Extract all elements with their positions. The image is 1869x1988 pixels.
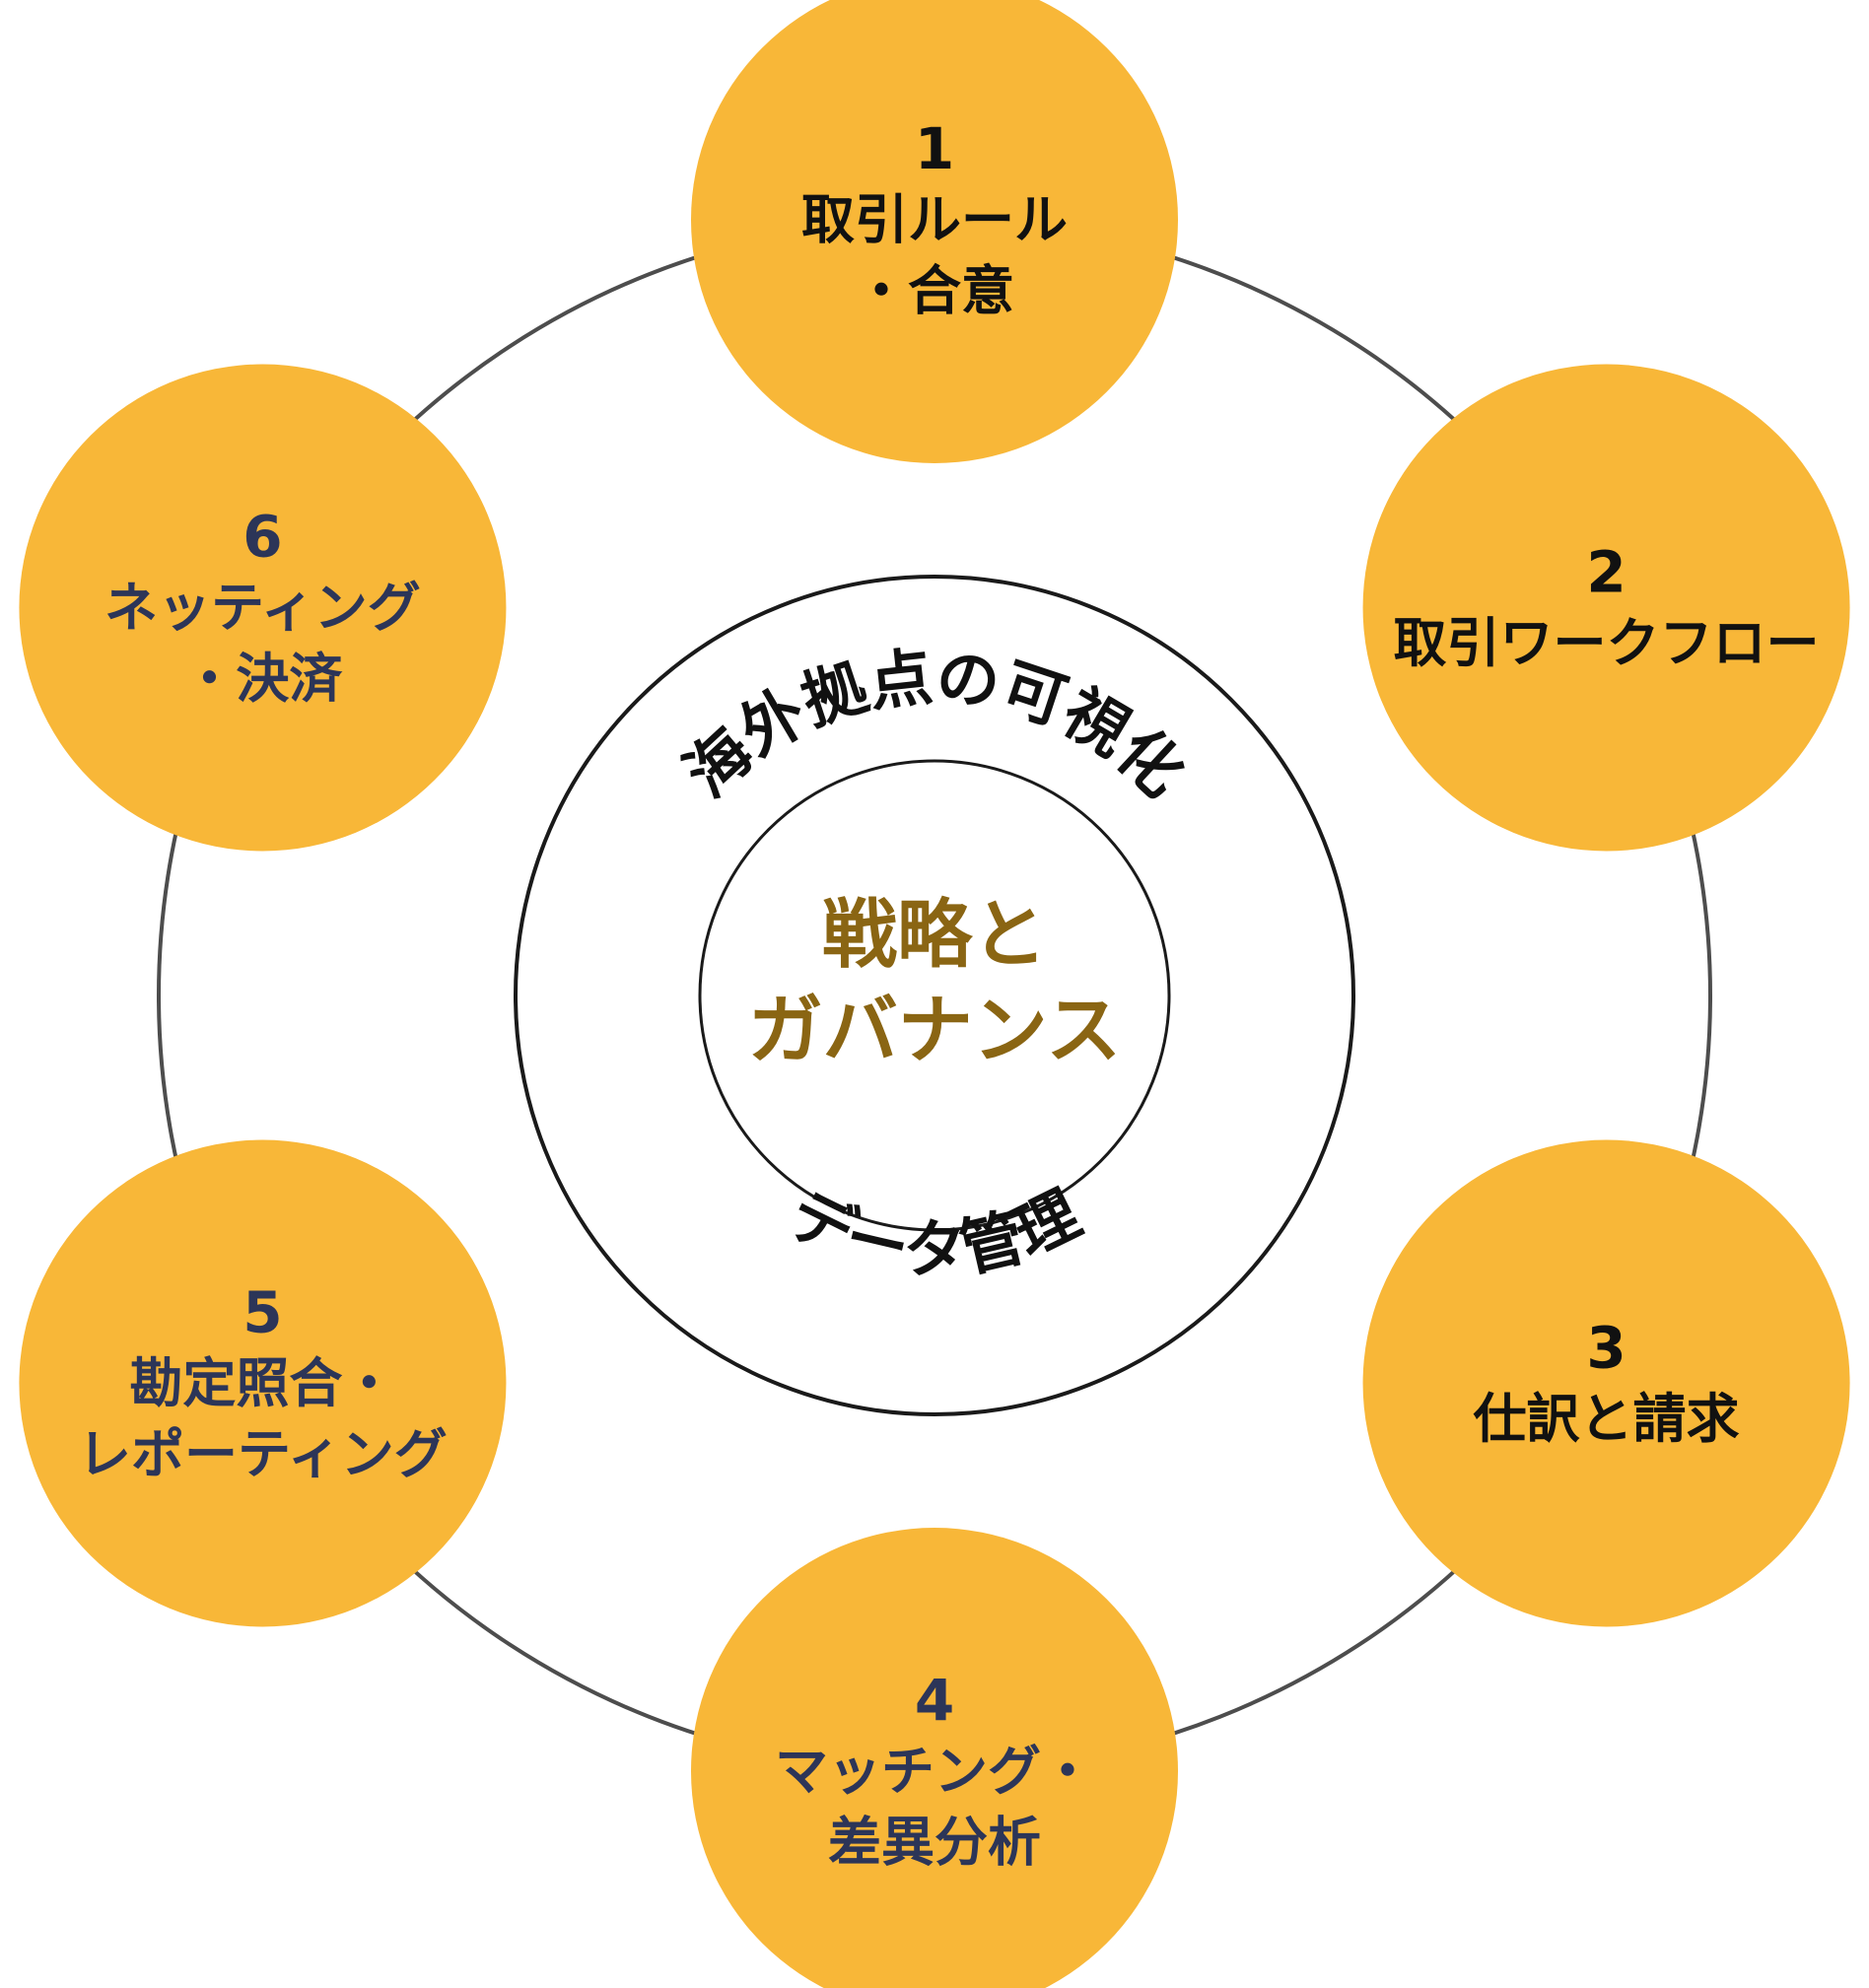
node-circle xyxy=(691,1528,1178,1988)
center-label-line-2: ガバナンス xyxy=(748,987,1121,1074)
node-label-line: 取引ワークフロー xyxy=(1394,612,1820,674)
node-circle xyxy=(691,0,1178,463)
center-label-line-1: 戦略と xyxy=(822,891,1047,979)
node-label-line: マッチング・ xyxy=(775,1741,1094,1803)
node-number: 5 xyxy=(242,1279,282,1346)
node-circle xyxy=(19,364,507,852)
node-number: 2 xyxy=(1586,539,1626,606)
node-label-line: レポーティング xyxy=(78,1423,448,1485)
node-number: 3 xyxy=(1586,1315,1626,1382)
node-label-line: 勘定照合・ xyxy=(129,1352,395,1414)
node-number: 6 xyxy=(242,504,282,571)
node-number: 4 xyxy=(915,1667,954,1734)
node-label-line: 取引ルール xyxy=(801,189,1068,251)
node-label-line: 仕訳と請求 xyxy=(1474,1388,1740,1450)
node-circle xyxy=(19,1139,507,1627)
node-circle xyxy=(1362,364,1850,852)
node-number: 1 xyxy=(915,115,954,182)
node-label-line: ・決済 xyxy=(182,648,343,710)
node-1: 1 取引ルール・合意 xyxy=(691,0,1178,463)
inner-ring xyxy=(698,759,1171,1232)
node-label-line: 差異分析 xyxy=(828,1812,1041,1874)
node-label-line: ネッティング xyxy=(104,577,421,639)
node-circle xyxy=(1362,1139,1850,1627)
node-4: 4 マッチング・差異分析 xyxy=(691,1528,1178,1988)
node-label-line: ・合意 xyxy=(855,260,1014,322)
